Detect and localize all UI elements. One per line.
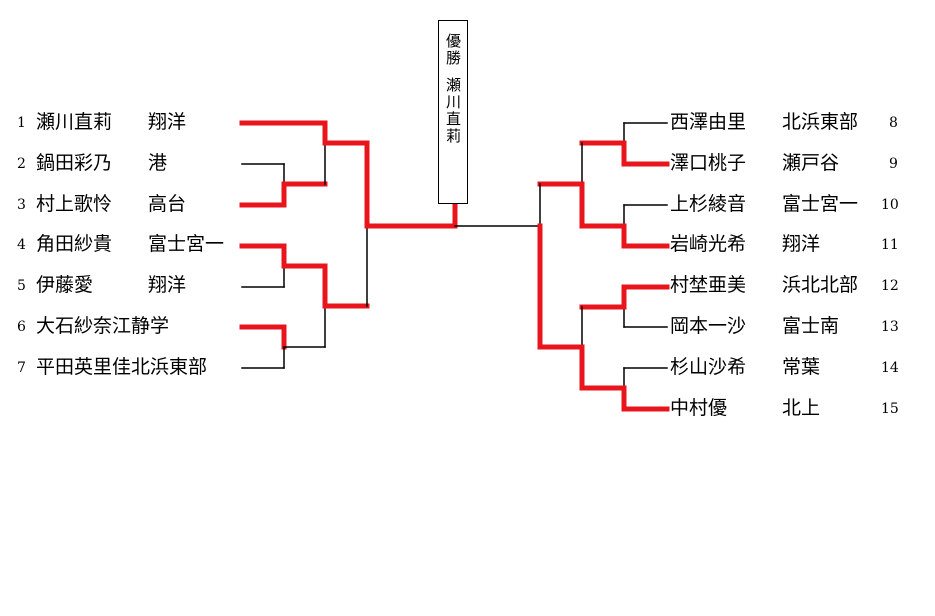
champion-box: 優勝 瀬川直莉 — [438, 20, 468, 204]
seed-number: 13 — [881, 319, 899, 335]
player-name: 村埜亜美 — [670, 274, 747, 296]
player-school: 港 — [148, 152, 168, 174]
seed-number: 2 — [17, 156, 26, 172]
seed-number: 1 — [17, 115, 26, 131]
seed-number: 15 — [881, 401, 899, 417]
champion-name: 瀬川直莉 — [444, 77, 462, 145]
player-school: 北浜東部 — [131, 356, 208, 378]
player-school: 北上 — [782, 397, 821, 419]
player-school: 瀬戸谷 — [782, 152, 840, 174]
player-name: 大石紗奈江 — [36, 315, 132, 337]
player-school: 富士宮一 — [782, 193, 859, 215]
player-name: 岩崎光希 — [670, 233, 747, 255]
seed-number: 11 — [881, 237, 899, 253]
seed-number: 9 — [889, 156, 898, 172]
player-name: 鍋田彩乃 — [36, 152, 113, 174]
champion-label: 優勝 — [444, 33, 462, 67]
seed-number: 10 — [881, 197, 899, 213]
player-school: 静学 — [131, 315, 170, 337]
player-name: 伊藤愛 — [36, 274, 94, 296]
player-name: 澤口桃子 — [670, 152, 747, 174]
player-name: 角田紗貴 — [36, 233, 113, 255]
seed-number: 6 — [17, 319, 26, 335]
player-school: 富士南 — [782, 315, 840, 337]
seed-number: 3 — [17, 197, 26, 213]
seed-number: 4 — [17, 237, 26, 253]
player-name: 瀬川直莉 — [36, 111, 113, 133]
player-name: 上杉綾音 — [670, 193, 747, 215]
player-school: 高台 — [148, 193, 187, 215]
player-school: 北浜東部 — [782, 111, 859, 133]
player-school: 翔洋 — [782, 233, 821, 255]
player-name: 村上歌怜 — [36, 193, 113, 215]
player-name: 西澤由里 — [670, 111, 747, 133]
player-name: 平田英里佳 — [36, 356, 132, 378]
seed-number: 7 — [17, 360, 26, 376]
player-school: 翔洋 — [148, 111, 187, 133]
player-school: 翔洋 — [148, 274, 187, 296]
player-school: 浜北北部 — [782, 274, 859, 296]
player-name: 中村優 — [670, 397, 728, 419]
seed-number: 5 — [17, 278, 26, 294]
player-name: 杉山沙希 — [670, 356, 747, 378]
seed-number: 12 — [881, 278, 899, 294]
player-name: 岡本一沙 — [670, 315, 747, 337]
seed-number: 8 — [889, 115, 898, 131]
player-school: 富士宮一 — [148, 233, 225, 255]
seed-number: 14 — [881, 360, 899, 376]
player-school: 常葉 — [782, 356, 821, 378]
